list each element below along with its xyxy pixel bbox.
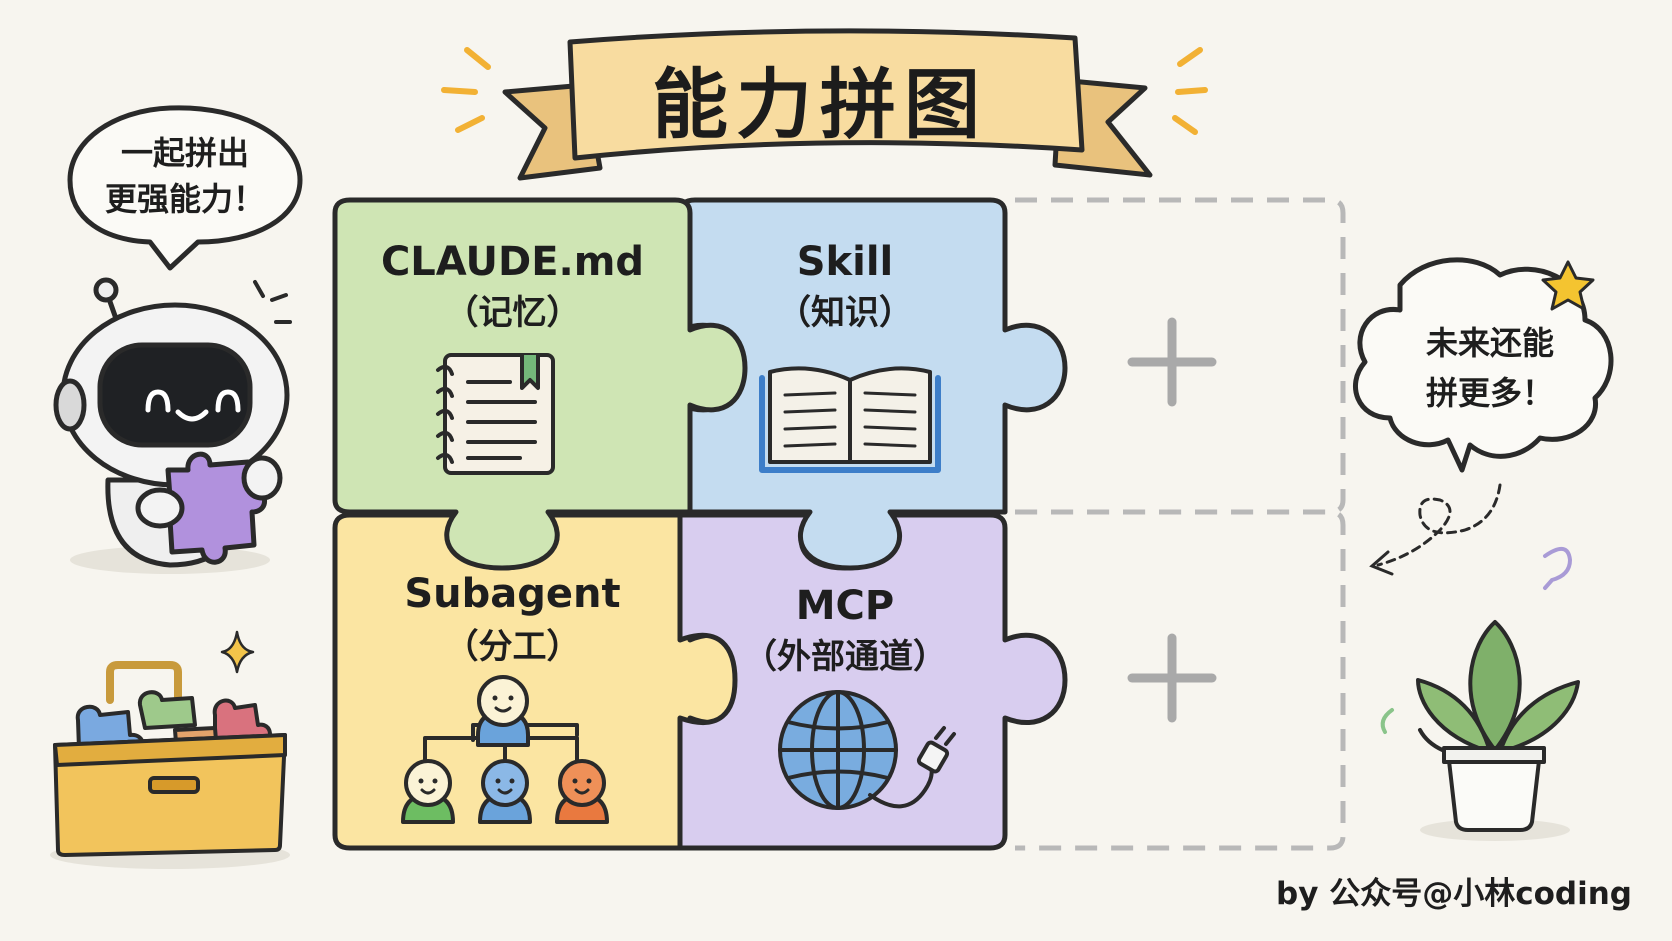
toolbox-icon <box>50 661 290 869</box>
robot-mascot <box>53 277 290 574</box>
author-credit: by 公众号@小林coding <box>1276 876 1632 912</box>
piece-title-claude-md: CLAUDE.md <box>380 239 645 285</box>
sparkle-lines-icon <box>441 47 1208 135</box>
squiggle-icon <box>1380 708 1394 734</box>
speech-line: 一起拼出 <box>120 134 249 172</box>
speech-bubble-right-text: 未来还能 拼更多！ <box>1385 318 1595 418</box>
empty-slot-bottom <box>1015 509 1346 851</box>
piece-title-mcp: MCP <box>795 583 895 629</box>
piece-title-skill: Skill <box>796 239 894 285</box>
squiggle-icon <box>1543 547 1573 590</box>
star-icon <box>1541 260 1595 311</box>
notebook-icon <box>436 353 555 475</box>
speech-line: 更强能力！ <box>104 180 265 218</box>
potted-plant-icon <box>1416 620 1580 841</box>
piece-subtitle-claude-md: （记忆） <box>444 293 581 333</box>
page-title: 能力拼图 <box>652 60 988 149</box>
piece-subtitle-skill: （知识） <box>777 293 913 333</box>
globe-plug-icon <box>778 690 956 810</box>
piece-subtitle-subagent: （分工） <box>444 627 581 667</box>
speech-line: 未来还能 <box>1425 324 1554 362</box>
speech-bubble-left-text: 一起拼出 更强能力！ <box>80 130 290 222</box>
plus-icon <box>1127 633 1217 723</box>
speech-bubble-right <box>1353 257 1614 473</box>
empty-slot-top <box>1015 197 1346 515</box>
speech-bubble-left <box>67 105 303 271</box>
speech-line: 拼更多！ <box>1425 374 1554 412</box>
open-book-icon <box>759 366 941 473</box>
plus-icon <box>1127 317 1217 407</box>
piece-title-subagent: Subagent <box>404 571 621 617</box>
dashed-arrow-icon <box>1369 483 1502 576</box>
team-hierarchy-icon <box>401 675 609 824</box>
title-banner <box>502 28 1153 181</box>
sparkle-lines-icon <box>253 280 292 324</box>
piece-subtitle-mcp: （外部通道） <box>743 637 947 677</box>
sparkle-star-icon <box>220 630 255 674</box>
